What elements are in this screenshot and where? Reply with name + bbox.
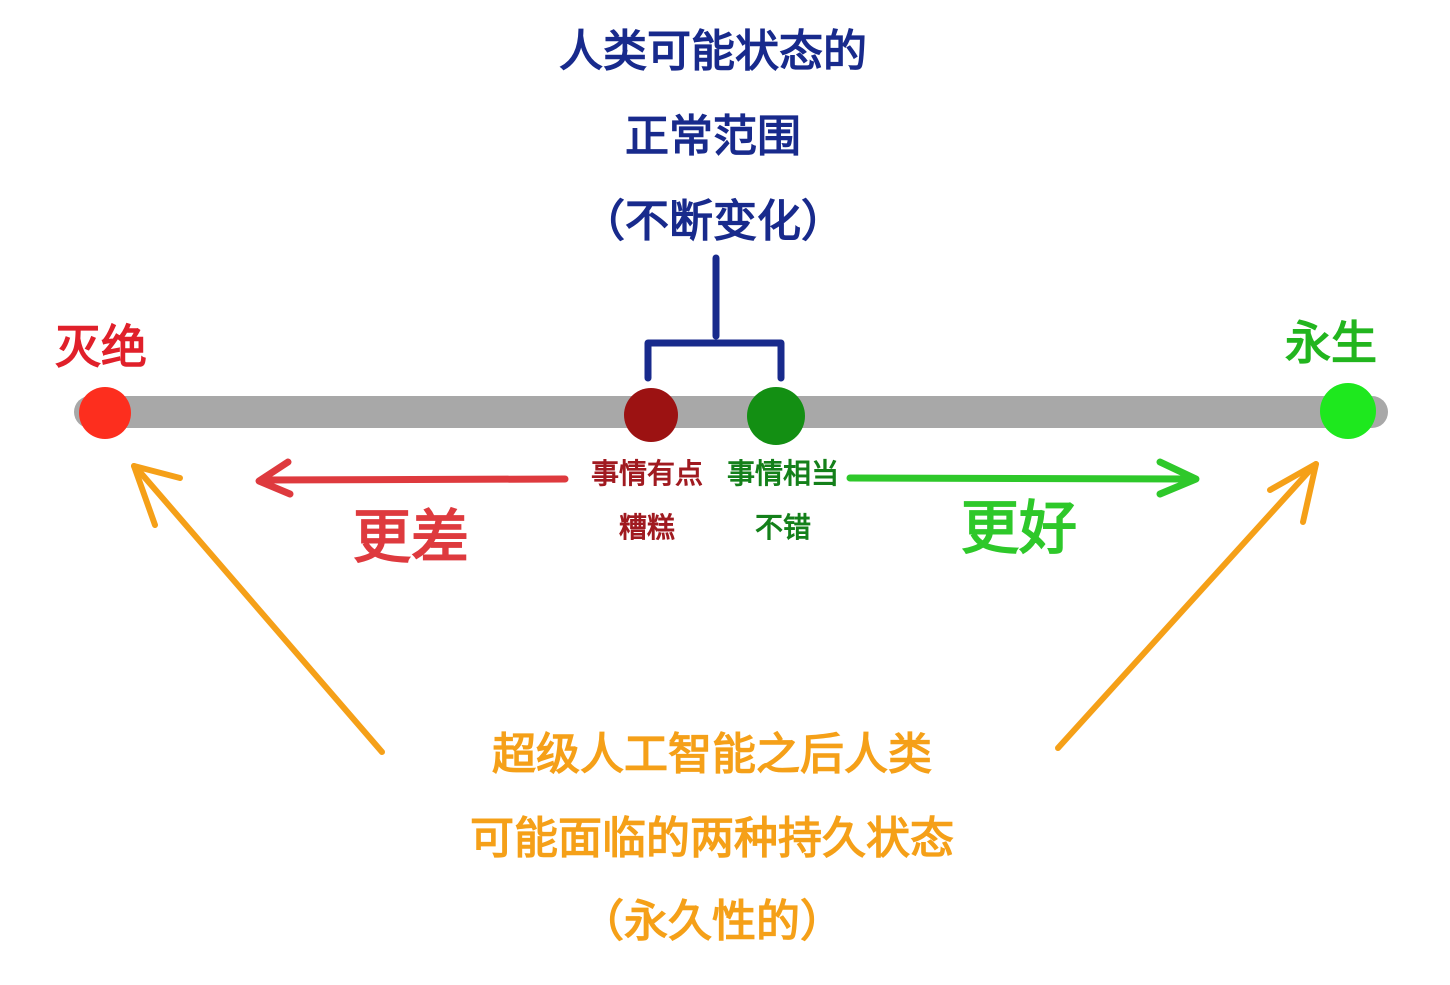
title-line-3: （不断变化） bbox=[581, 196, 845, 247]
worse-label: 更差 bbox=[352, 503, 470, 571]
somewhat-bad-label-line-2: 糟糕 bbox=[618, 511, 676, 544]
fairly-good-label-line-2: 不错 bbox=[754, 511, 812, 544]
footnote-line-2: 可能面临的两种持久状态 bbox=[470, 813, 954, 864]
fairly-good-label-line-1: 事情相当 bbox=[726, 457, 840, 490]
somewhat-bad-label-line-1: 事情有点 bbox=[590, 457, 704, 490]
extinction-label: 灭绝 bbox=[55, 320, 147, 374]
footnote-line-1: 超级人工智能之后人类 bbox=[492, 729, 932, 780]
arrow-to-extinction-icon bbox=[131, 463, 385, 755]
title-line-1: 人类可能状态的 bbox=[559, 26, 867, 77]
fairly-good-dot bbox=[747, 387, 805, 445]
somewhat-bad-dot bbox=[624, 388, 678, 442]
better-label: 更好 bbox=[960, 494, 1078, 562]
immortality-dot bbox=[1320, 383, 1376, 439]
footnote-line-3: （永久性的） bbox=[580, 896, 844, 947]
arrow-right-icon bbox=[846, 458, 1200, 498]
arrow-to-immortality-icon bbox=[1055, 461, 1319, 751]
immortality-label: 永生 bbox=[1285, 316, 1377, 370]
arrow-left-icon bbox=[255, 458, 569, 498]
extinction-dot bbox=[79, 387, 131, 439]
title-line-2: 正常范围 bbox=[625, 111, 801, 162]
normal-range-bracket bbox=[644, 254, 785, 382]
